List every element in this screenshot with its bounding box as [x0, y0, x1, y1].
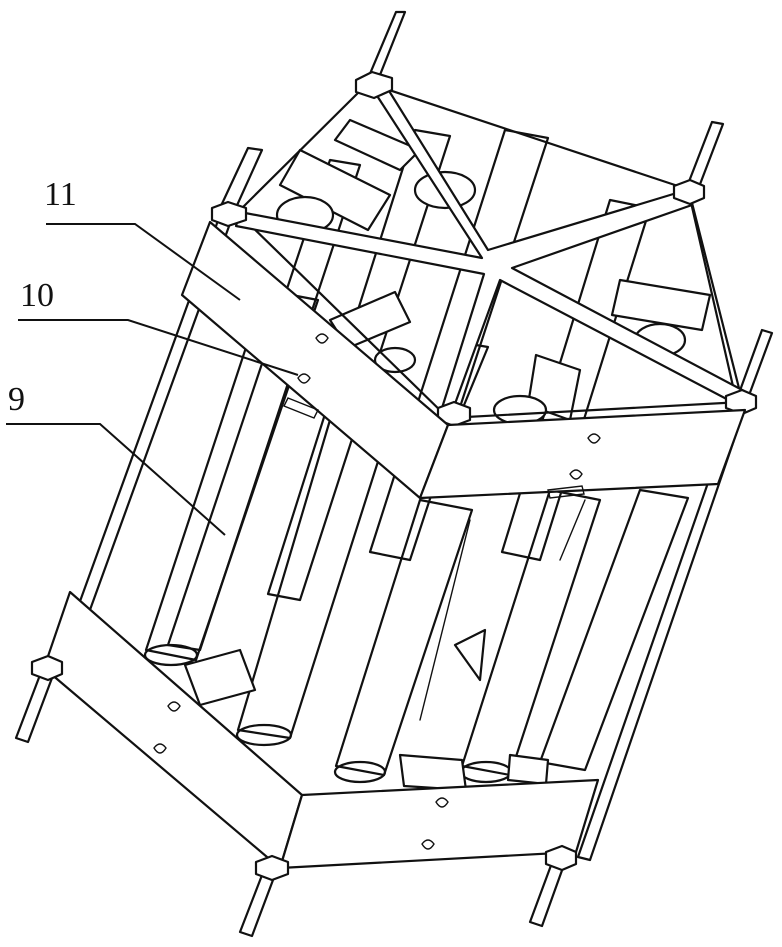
- tube-4: [266, 128, 452, 602]
- hex-nut: [724, 388, 758, 416]
- wing-bolt-icon: [167, 701, 181, 712]
- wing-bolt-icon: [587, 433, 601, 444]
- label-10: 10: [20, 277, 54, 314]
- wing-bolt-icon: [569, 469, 583, 480]
- hex-nut: [210, 200, 248, 228]
- tube-2-end: [143, 643, 199, 667]
- callouts: [6, 223, 299, 536]
- wing-bolt-icon: [153, 743, 167, 754]
- hex-nut: [30, 654, 64, 682]
- wedge-block: [453, 628, 487, 682]
- top-brace: [446, 400, 744, 420]
- wedge-block: [278, 148, 392, 232]
- hex-nut: [672, 178, 706, 206]
- wedge-block: [183, 648, 257, 707]
- wing-bolt-icon: [435, 797, 449, 808]
- leader-line-11: [46, 223, 241, 301]
- tube-3-end: [235, 723, 293, 747]
- tube-2: [144, 288, 320, 662]
- hex-nut: [544, 844, 578, 872]
- top-brace: [238, 83, 368, 212]
- tube-6: [334, 498, 474, 777]
- label-11: 11: [44, 176, 77, 213]
- wing-bolt-icon: [297, 373, 311, 384]
- wedge-block: [333, 118, 422, 172]
- top-brace: [688, 196, 737, 397]
- top-brace: [372, 83, 692, 192]
- round-boss: [373, 346, 417, 374]
- hex-nut: [354, 70, 394, 100]
- upper-band-right-face: [418, 408, 747, 500]
- tube-edge-line: [559, 499, 586, 561]
- tube-7-end: [459, 760, 513, 784]
- top-brace: [688, 193, 744, 402]
- top-brace: [238, 213, 450, 420]
- wedge-block: [610, 278, 712, 332]
- band-tab: [283, 397, 319, 419]
- tube-6-end: [333, 760, 387, 784]
- upper-clamp-band: [180, 220, 747, 500]
- lower-clamp-band: [30, 590, 600, 882]
- tube-edge-line: [419, 519, 471, 721]
- leader-line-10: [18, 319, 299, 376]
- wing-bolt-icon: [421, 839, 435, 850]
- hex-nut: [254, 854, 290, 882]
- wedge-blocks: [183, 118, 712, 792]
- wedge-block: [398, 753, 468, 792]
- band-tab: [547, 485, 585, 499]
- leader-line-9: [6, 423, 226, 536]
- tube-9: [538, 488, 690, 772]
- label-9: 9: [8, 381, 25, 418]
- tie-rod-front-right: [736, 328, 774, 400]
- wedge-block: [506, 753, 550, 786]
- wing-bolt-icon: [315, 333, 329, 344]
- tie-rod-bottom-left: [14, 673, 54, 744]
